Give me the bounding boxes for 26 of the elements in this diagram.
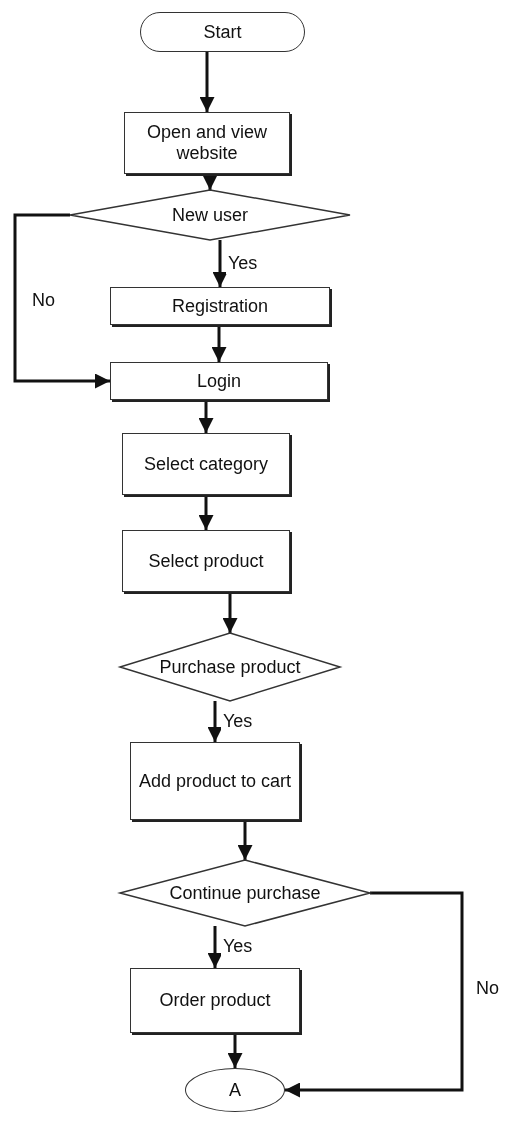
process-box: Order product: [130, 968, 300, 1033]
process-box: Open and view website: [124, 112, 290, 174]
arrow: [13, 213, 110, 389]
arrow: [285, 891, 464, 1098]
arrow: [211, 325, 227, 362]
process-box: Login: [110, 362, 328, 400]
arrow: [207, 926, 223, 968]
arrow: [202, 174, 218, 190]
arrow: [198, 495, 214, 530]
decision-diamond: New user: [70, 190, 350, 240]
arrow: [222, 592, 238, 633]
decision-diamond: Continue purchase: [120, 860, 370, 926]
process-box: Select product: [122, 530, 290, 592]
arrow: [227, 1033, 243, 1068]
arrow: [198, 400, 214, 433]
arrow: [237, 820, 253, 860]
process-box: Registration: [110, 287, 330, 325]
process-box: Add product to cart: [130, 742, 300, 820]
arrow: [207, 701, 223, 742]
arrow: [212, 240, 228, 287]
edge-label: Yes: [221, 936, 255, 957]
start-terminal: Start: [140, 12, 305, 52]
arrow: [199, 52, 215, 112]
decision-diamond: Purchase product: [120, 633, 340, 701]
process-box: Select category: [122, 433, 290, 495]
connector-circle: A: [185, 1068, 285, 1112]
